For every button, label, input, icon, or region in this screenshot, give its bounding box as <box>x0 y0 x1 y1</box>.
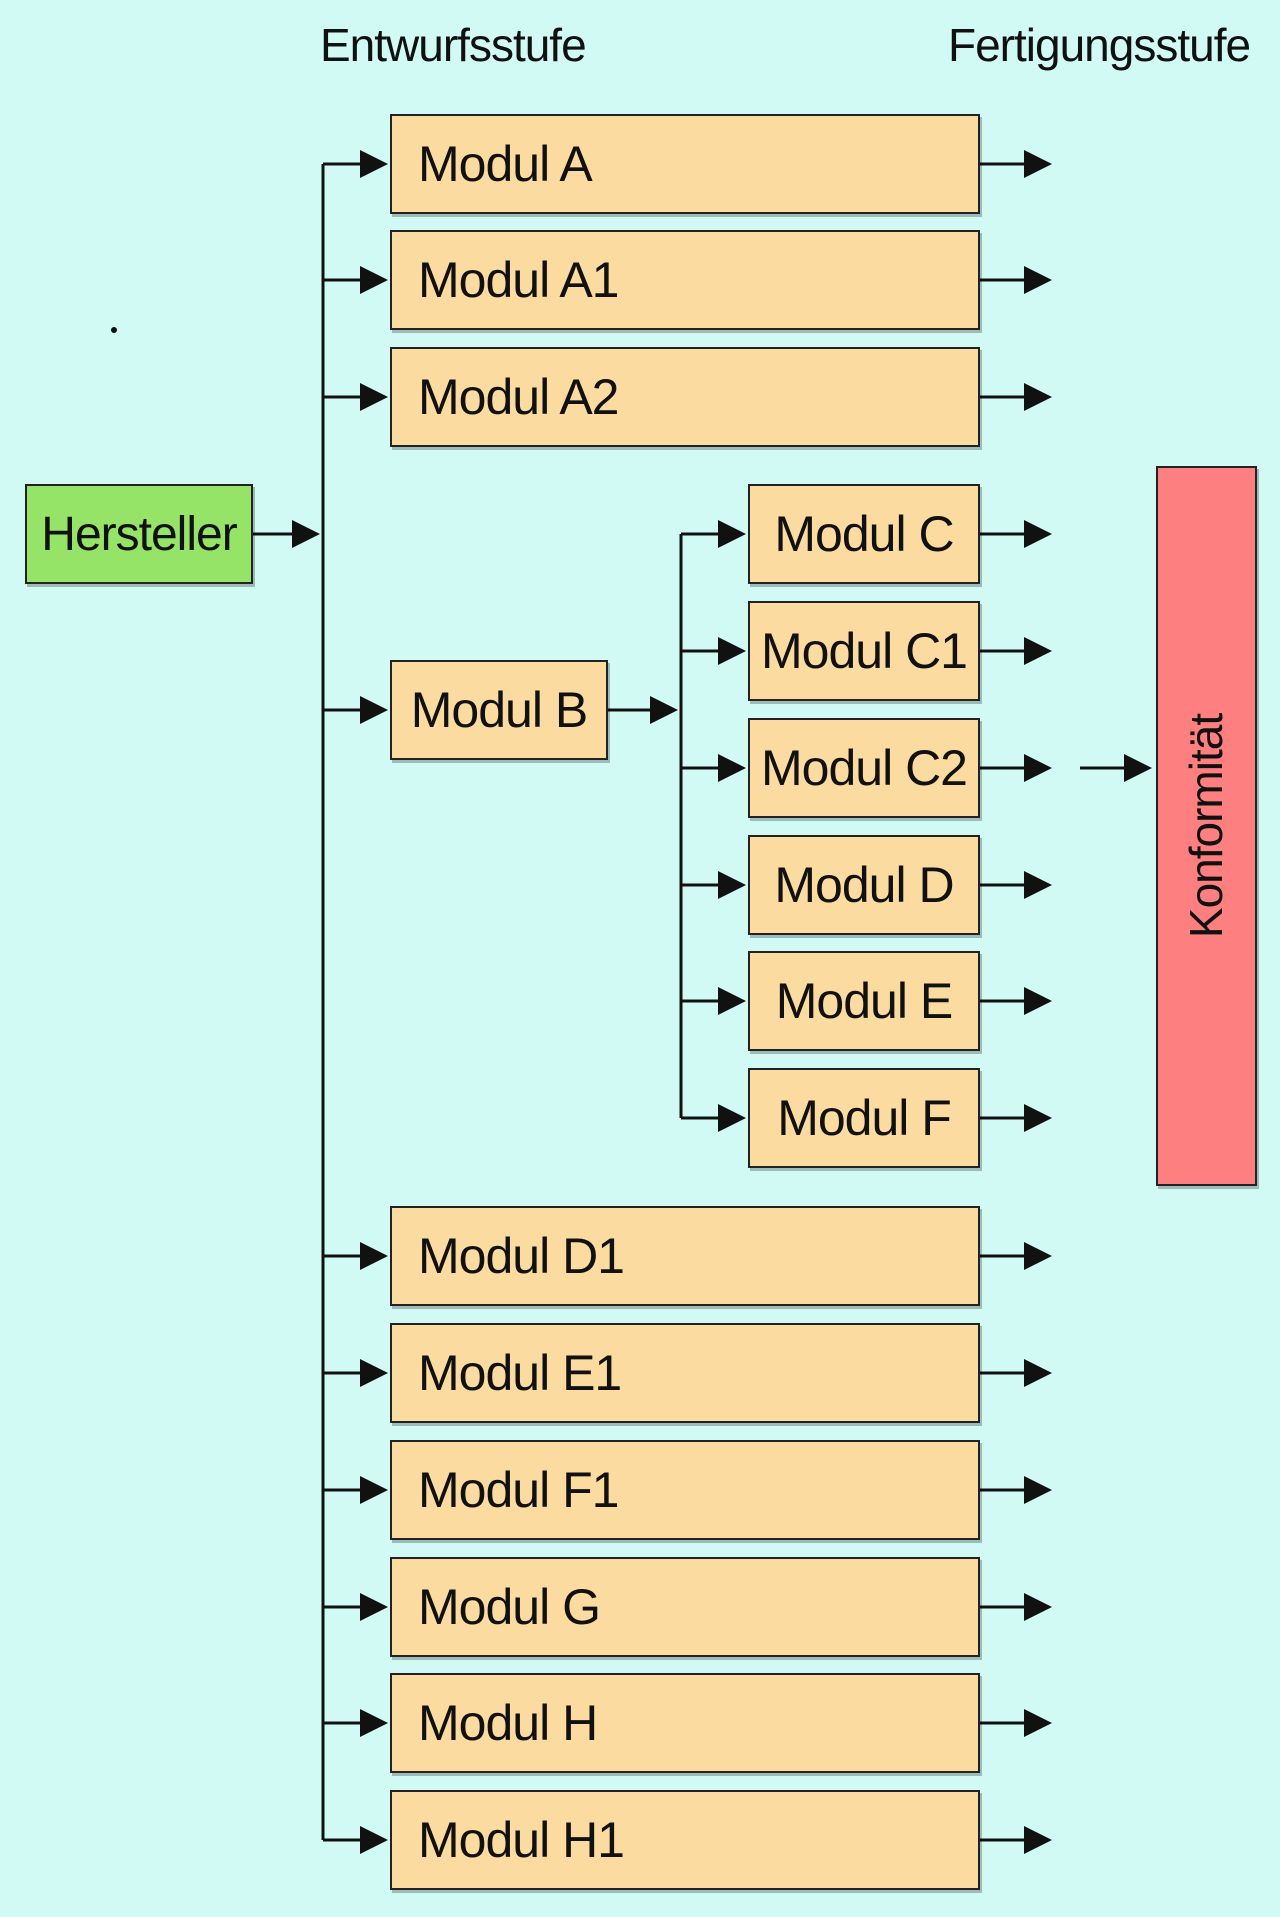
bus-arrow-9-head <box>360 1826 388 1854</box>
module-a1-box: Modul A1 <box>390 230 980 330</box>
module-g-box: Modul G <box>390 1557 980 1657</box>
module-a-box: Modul A <box>390 114 980 214</box>
bus-arrow-1-head <box>360 266 388 294</box>
bus-arrow-3-head <box>360 696 388 724</box>
bus-arrow-4-head <box>360 1242 388 1270</box>
module-d1-box: Modul D1 <box>390 1206 980 1306</box>
bus-arrow-5-head <box>360 1359 388 1387</box>
design-stage-header: Entwurfsstufe <box>320 19 587 71</box>
output-arrow-5-head <box>1024 754 1052 782</box>
sub-arrow-3-head <box>718 871 746 899</box>
module-c-box: Modul C <box>748 484 980 584</box>
output-arrow-2-head <box>1024 383 1052 411</box>
output-arrow-11-head <box>1024 1476 1052 1504</box>
output-arrow-8-head <box>1024 1104 1052 1132</box>
output-arrow-9-head <box>1024 1242 1052 1270</box>
output-arrow-6-head <box>1024 871 1052 899</box>
output-arrow-13-head <box>1024 1709 1052 1737</box>
sub-arrow-5-head <box>718 1104 746 1132</box>
conformity-box: Konformität <box>1156 466 1257 1186</box>
output-arrow-7-head <box>1024 987 1052 1015</box>
production-stage-header: Fertigungsstufe <box>948 19 1251 71</box>
conformity-label: Konformität <box>1180 713 1233 939</box>
module-d-box: Modul D <box>748 835 980 935</box>
conformity-arrow-head <box>1124 754 1152 782</box>
stray-dot <box>111 327 117 333</box>
manufacturer-arrow-head <box>292 520 320 548</box>
sub-arrow-1-head <box>718 637 746 665</box>
module-h1-box: Modul H1 <box>390 1790 980 1890</box>
sub-arrow-2-head <box>718 754 746 782</box>
output-arrow-14-head <box>1024 1826 1052 1854</box>
module-b-box: Modul B <box>390 660 608 760</box>
bus-arrow-6-head <box>360 1476 388 1504</box>
module-a2-box: Modul A2 <box>390 347 980 447</box>
module-e1-box: Modul E1 <box>390 1323 980 1423</box>
module-h-box: Modul H <box>390 1673 980 1773</box>
output-arrow-12-head <box>1024 1593 1052 1621</box>
module-f1-box: Modul F1 <box>390 1440 980 1540</box>
output-arrow-0-head <box>1024 150 1052 178</box>
sub-arrow-0-head <box>718 520 746 548</box>
output-arrow-1-head <box>1024 266 1052 294</box>
module-c1-box: Modul C1 <box>748 601 980 701</box>
bus-arrow-8-head <box>360 1709 388 1737</box>
output-arrow-10-head <box>1024 1359 1052 1387</box>
bus-arrow-0-head <box>360 150 388 178</box>
output-arrow-3-head <box>1024 520 1052 548</box>
bus-arrow-2-head <box>360 383 388 411</box>
bus-arrow-7-head <box>360 1593 388 1621</box>
sub-arrow-4-head <box>718 987 746 1015</box>
manufacturer-box: Hersteller <box>25 484 253 584</box>
module-b-arrow-head <box>650 696 678 724</box>
output-arrow-4-head <box>1024 637 1052 665</box>
module-f-box: Modul F <box>748 1068 980 1168</box>
module-e-box: Modul E <box>748 951 980 1051</box>
module-c2-box: Modul C2 <box>748 718 980 818</box>
